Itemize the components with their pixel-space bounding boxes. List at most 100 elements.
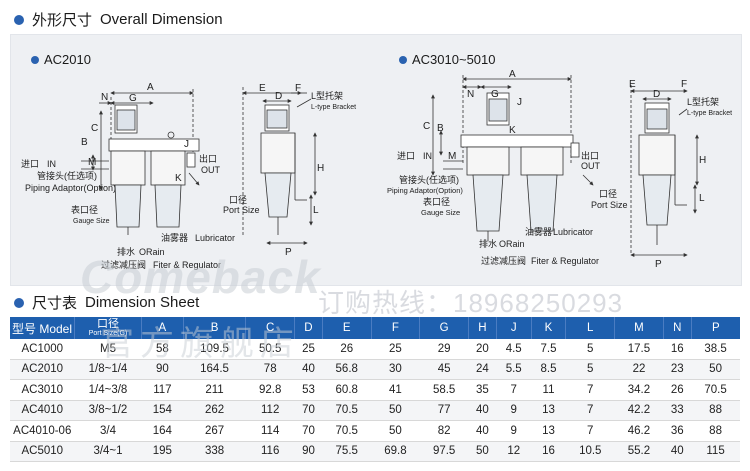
col-header: M [614,317,664,339]
dimension-cell: 5 [565,339,615,360]
dimension-cell: 20 [468,339,497,360]
in-label-cn: 进口 [397,151,415,161]
bullet-icon [14,297,24,308]
out-cn: 出口 [581,150,599,161]
dimension-cell: 9 [496,400,532,421]
dimension-cell: 109.5 [183,339,246,360]
filter-en: Fiter & Regulator [153,260,221,270]
dimension-cell: 33 [663,400,692,421]
dimension-cell: 11 [531,379,566,401]
dimension-cell: 70.5 [691,379,740,401]
dimension-cell: 40 [663,441,692,462]
dim-label: P [655,259,662,270]
dim-label: G [129,93,137,104]
dimension-cell: 211 [183,379,246,401]
dimension-cell: 112 [245,400,295,421]
dimension-cell: 97.5 [419,441,469,462]
dimension-cell: 88 [691,400,740,421]
dimension-cell: 10.5 [565,441,615,462]
ac2010-side-callouts: L型托架 L-type Bracket 出口 OUT 口径 Port Size [199,90,356,215]
technical-drawings: N G A M J C B K 进口 IN 管接头(任选项) Piping Ad… [21,69,732,270]
bracket-en: L-type Bracket [687,110,732,117]
col-header: K [531,317,567,339]
dim-label: H [699,155,706,166]
ac3010-side-view [630,85,699,257]
dimension-cell: 267 [183,420,246,442]
dimension-cell: 88 [691,420,740,442]
lubricator-cn: 油雾器 [525,226,552,237]
overall-title-en: Overall Dimension [100,11,223,28]
dim-label: A [147,82,154,93]
dim-label: E [629,79,636,90]
dim-label: N [467,89,474,100]
dim-label: J [184,139,189,150]
dimension-cell: 262 [183,400,246,421]
adaptor-label-en: Piping Adaptor(Option) [387,186,463,195]
dim-label: F [295,83,301,94]
dimension-cell: 42.2 [614,400,664,421]
watermark-brand: Comeback [80,251,321,303]
dimension-cell: 50.5 [245,339,295,360]
sheet-title-cn: 尺寸表 [32,295,78,312]
overall-title-cn: 外形尺寸 [32,12,93,29]
dimension-cell: 8.5 [531,359,566,380]
filter-en: Fiter & Regulator [531,256,599,266]
dimension-cell: 5.5 [496,359,532,380]
col-header: H [468,317,497,339]
model-cell: AC4010 [10,400,75,421]
port-en: Port Size [223,205,260,215]
in-label-en: IN [423,151,432,161]
ac2010-label-text: AC2010 [44,52,91,67]
dimension-cell: 77 [419,400,469,421]
ac3010-front-dims: A N G J C B K M [423,69,522,162]
dimension-cell: 58 [141,339,184,360]
port-size-cell: 1/4~3/8 [74,379,142,401]
watermark-phone: 18968250293 [453,288,624,318]
port-size-cell: 3/4~1 [74,441,142,462]
port-header-cn: 口径 [97,317,119,330]
dimension-cell: 69.8 [371,441,420,462]
dimension-cell: 154 [141,400,184,421]
col-header: D [294,317,323,339]
dim-label: J [517,97,522,108]
dimension-cell: 338 [183,441,246,462]
dimension-cell: 23 [663,359,692,380]
model-cell: AC1000 [10,339,75,360]
bullet-icon [14,14,24,25]
dimension-cell: 53 [294,379,323,401]
dimension-table: 型号 Model 口径 Port Size(G) A B C D E F G H… [10,317,740,462]
col-header: A [141,317,184,339]
dimension-cell: 70 [294,420,323,442]
ac2010-front-dims: N G A M J C B K [81,82,189,184]
ac2010-front-view [81,89,200,235]
lubricator-en: Lubricator [195,233,235,243]
dim-label: F [681,79,687,90]
dimension-cell: 25 [294,339,323,360]
dim-label: B [81,137,88,148]
dim-label: K [509,125,516,136]
dimension-cell: 17.5 [614,339,664,360]
ac2010-callouts: 进口 IN 管接头(任选项) Piping Adaptor(Option) 表口… [21,159,235,270]
dimension-cell: 22 [614,359,664,380]
overall-dimension-heading: 外形尺寸 Overall Dimension [14,9,223,30]
ac3010-side-callouts: L型托架 L-type Bracket 口径 Port Size [591,96,732,210]
ac3010-label-text: AC3010~5010 [412,52,496,67]
dimension-cell: 164.5 [183,359,246,380]
drawing-panel: AC2010 AC3010~5010 [10,34,742,286]
model-cell: AC3010 [10,379,75,401]
dim-label: G [491,89,499,100]
dimension-cell: 12 [496,441,532,462]
drain-en: ORain [139,247,165,257]
gauge-label-en: Gauge Size [73,218,110,225]
watermark-order-line: 订购热线：18968250293 [318,283,623,320]
dimension-cell: 50 [468,441,497,462]
dim-label: A [509,69,516,80]
dimension-cell: 29 [419,339,469,360]
dimension-cell: 16 [531,441,566,462]
ac2010-side-dims: E D F H L P [259,83,324,258]
